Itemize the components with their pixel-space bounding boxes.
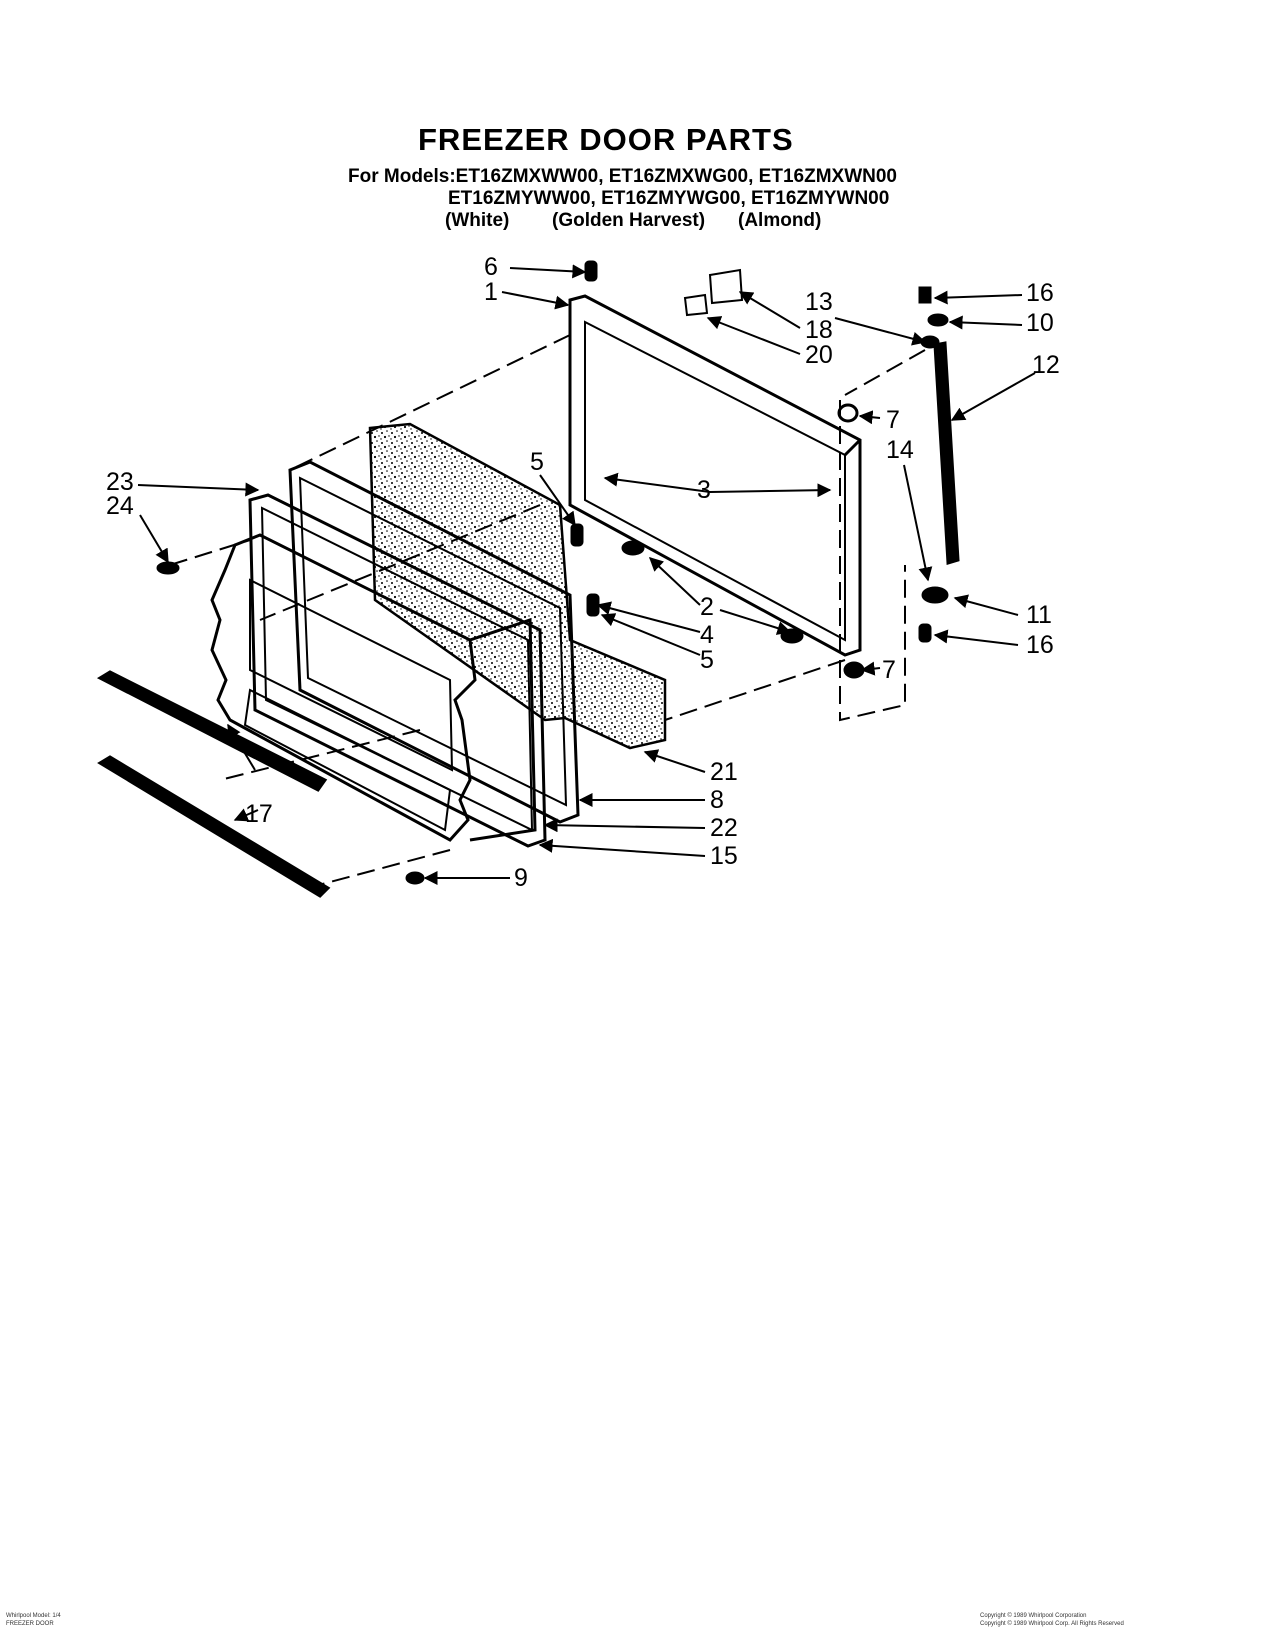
callout-5-top: 5 xyxy=(530,448,544,476)
callout-24: 24 xyxy=(106,492,134,520)
callout-1: 1 xyxy=(484,278,498,306)
footer-right-line-2: Copyright © 1989 Whirlpool Corp. All Rig… xyxy=(980,1621,1124,1627)
callout-5-bottom: 5 xyxy=(700,646,714,674)
callout-11: 11 xyxy=(1026,601,1052,629)
footer-right: Copyright © 1989 Whirlpool Corporation C… xyxy=(980,1612,1124,1628)
hardware-parts xyxy=(156,260,949,885)
footer-right-line-1: Copyright © 1989 Whirlpool Corporation xyxy=(980,1613,1087,1619)
callout-20: 20 xyxy=(805,341,833,369)
callout-8: 8 xyxy=(710,786,724,814)
callout-16-top: 16 xyxy=(1026,279,1054,307)
footer-left-line-2: FREEZER DOOR xyxy=(6,1621,54,1627)
callout-21: 21 xyxy=(710,758,738,786)
footer-left-line-1: Whirlpool Model: 1/4 xyxy=(6,1613,61,1619)
page-title: FREEZER DOOR PARTS xyxy=(418,122,794,157)
models-line-2: ET16ZMYWW00, ET16ZMYWG00, ET16ZMYWN00 xyxy=(448,188,890,209)
color-golden-harvest: (Golden Harvest) xyxy=(552,210,706,231)
door-shelf-rails xyxy=(96,670,331,898)
callout-14: 14 xyxy=(886,436,914,464)
door-frame xyxy=(568,294,862,657)
callout-6: 6 xyxy=(484,253,498,281)
part-callouts: 6 1 13 18 20 16 10 12 7 14 3 5 2 4 5 11 … xyxy=(106,253,1060,892)
callout-10: 10 xyxy=(1026,309,1054,337)
leader-lines xyxy=(137,264,1036,885)
callout-15: 15 xyxy=(710,842,738,870)
door-liner xyxy=(210,533,537,842)
color-almond: (Almond) xyxy=(738,210,822,231)
footer-left: Whirlpool Model: 1/4 FREEZER DOOR xyxy=(6,1612,61,1628)
callout-12: 12 xyxy=(1032,351,1060,379)
callout-2: 2 xyxy=(700,593,714,621)
callout-16-bottom: 16 xyxy=(1026,631,1054,659)
callout-4: 4 xyxy=(700,621,714,649)
callout-13: 13 xyxy=(805,288,833,316)
color-white: (White) xyxy=(445,210,510,231)
hinge-bar xyxy=(933,341,960,565)
models-prefix: For Models: xyxy=(348,166,456,187)
callout-3: 3 xyxy=(697,476,711,504)
model-list: For Models:ET16ZMXWW00, ET16ZMXWG00, ET1… xyxy=(348,166,897,209)
callout-7-top: 7 xyxy=(886,406,900,434)
callout-9: 9 xyxy=(514,864,528,892)
callout-23: 23 xyxy=(106,468,134,496)
callout-17: 17 xyxy=(245,800,273,828)
assembly-lines xyxy=(169,334,926,891)
callout-7-bottom: 7 xyxy=(882,656,896,684)
callout-22: 22 xyxy=(710,814,738,842)
callout-18: 18 xyxy=(805,316,833,344)
models-line-1: ET16ZMXWW00, ET16ZMXWG00, ET16ZMXWN00 xyxy=(455,166,897,187)
